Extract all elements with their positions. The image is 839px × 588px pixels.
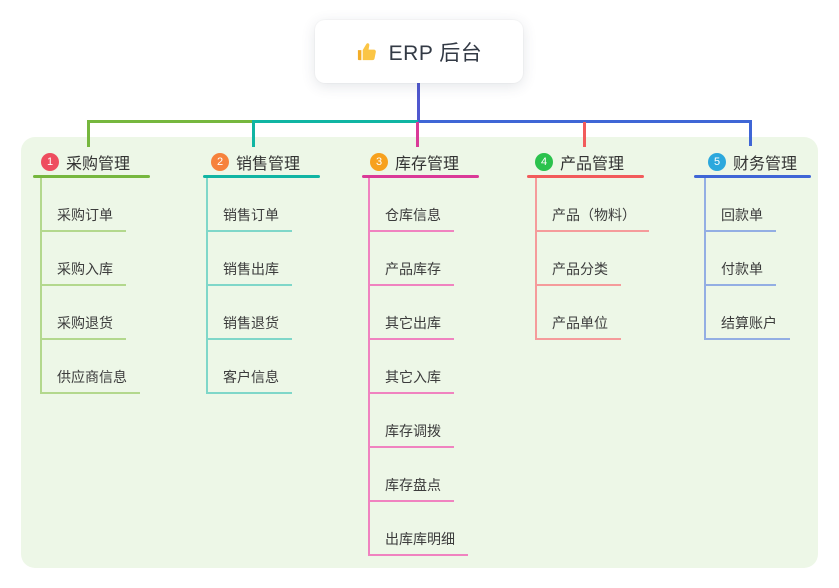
branch-underline — [362, 175, 479, 178]
branch-title-inventory[interactable]: 3 库存管理 — [362, 150, 479, 178]
child-stock-transfer[interactable]: 库存调拨 — [368, 422, 454, 448]
branch-label: 销售管理 — [236, 155, 301, 173]
connector-drop-sales — [252, 120, 255, 147]
child-product-stock[interactable]: 产品库存 — [368, 260, 454, 286]
branch-child-line — [535, 178, 537, 340]
branch-number-badge: 2 — [211, 152, 229, 171]
branch-label: 采购管理 — [66, 155, 131, 173]
branch-label: 库存管理 — [395, 155, 460, 173]
branch-purchase: 1 采购管理 采购订单 采购入库 采购退货 供应商信息 — [33, 0, 183, 588]
connector-drop-inventory — [416, 122, 419, 147]
root-title: ERP 后台 — [388, 41, 483, 65]
child-supplier-info[interactable]: 供应商信息 — [40, 368, 140, 394]
thumbs-up-icon — [356, 40, 379, 63]
child-other-outbound[interactable]: 其它出库 — [368, 314, 454, 340]
branch-title-purchase[interactable]: 1 采购管理 — [33, 150, 150, 178]
child-purchase-order[interactable]: 采购订单 — [40, 206, 126, 232]
child-sales-order[interactable]: 销售订单 — [206, 206, 292, 232]
branch-number-badge: 4 — [535, 152, 553, 171]
child-product-unit[interactable]: 产品单位 — [535, 314, 621, 340]
child-stock-count[interactable]: 库存盘点 — [368, 476, 454, 502]
child-settlement-account[interactable]: 结算账户 — [704, 314, 790, 340]
branch-number-badge: 3 — [370, 152, 388, 171]
child-other-inbound[interactable]: 其它入库 — [368, 368, 454, 394]
branch-title-finance[interactable]: 5 财务管理 — [694, 150, 811, 178]
branch-child-line — [40, 178, 42, 394]
branch-finance: 5 财务管理 回款单 付款单 结算账户 — [694, 0, 839, 588]
child-outbound-detail[interactable]: 出库库明细 — [368, 530, 468, 556]
child-warehouse-info[interactable]: 仓库信息 — [368, 206, 454, 232]
branch-child-line — [206, 178, 208, 394]
branch-underline — [33, 175, 150, 178]
branch-label: 财务管理 — [733, 155, 798, 173]
child-customer-info[interactable]: 客户信息 — [206, 368, 292, 394]
connector-bus-green — [87, 120, 253, 123]
connector-drop-product — [583, 122, 586, 147]
child-purchase-inbound[interactable]: 采购入库 — [40, 260, 126, 286]
child-purchase-return[interactable]: 采购退货 — [40, 314, 126, 340]
branch-title-sales[interactable]: 2 销售管理 — [203, 150, 320, 178]
child-sales-outbound[interactable]: 销售出库 — [206, 260, 292, 286]
branch-sales: 2 销售管理 销售订单 销售出库 销售退货 客户信息 — [203, 0, 353, 588]
branch-title-product[interactable]: 4 产品管理 — [527, 150, 644, 178]
child-receipt-doc[interactable]: 回款单 — [704, 206, 776, 232]
branch-label: 产品管理 — [560, 155, 625, 173]
child-product-material[interactable]: 产品（物料） — [535, 206, 649, 232]
branch-product: 4 产品管理 产品（物料） 产品分类 产品单位 — [527, 0, 677, 588]
branch-number-badge: 5 — [708, 152, 726, 171]
branch-number-badge: 1 — [41, 152, 59, 171]
child-product-category[interactable]: 产品分类 — [535, 260, 621, 286]
child-sales-return[interactable]: 销售退货 — [206, 314, 292, 340]
child-payment-doc[interactable]: 付款单 — [704, 260, 776, 286]
connector-root-drop — [417, 83, 420, 123]
branch-underline — [694, 175, 811, 178]
root-node[interactable]: ERP 后台 — [315, 20, 523, 83]
connector-drop-finance — [749, 120, 752, 146]
connector-bus-teal — [252, 120, 419, 123]
branch-underline — [203, 175, 320, 178]
branches-panel — [21, 137, 818, 568]
branch-inventory: 3 库存管理 仓库信息 产品库存 其它出库 其它入库 库存调拨 库存盘点 出库库… — [362, 0, 512, 588]
branch-child-line — [704, 178, 706, 340]
branch-child-line — [368, 178, 370, 556]
connector-bus-blue — [418, 120, 752, 123]
connector-drop-purchase — [87, 120, 90, 147]
branch-underline — [527, 175, 644, 178]
